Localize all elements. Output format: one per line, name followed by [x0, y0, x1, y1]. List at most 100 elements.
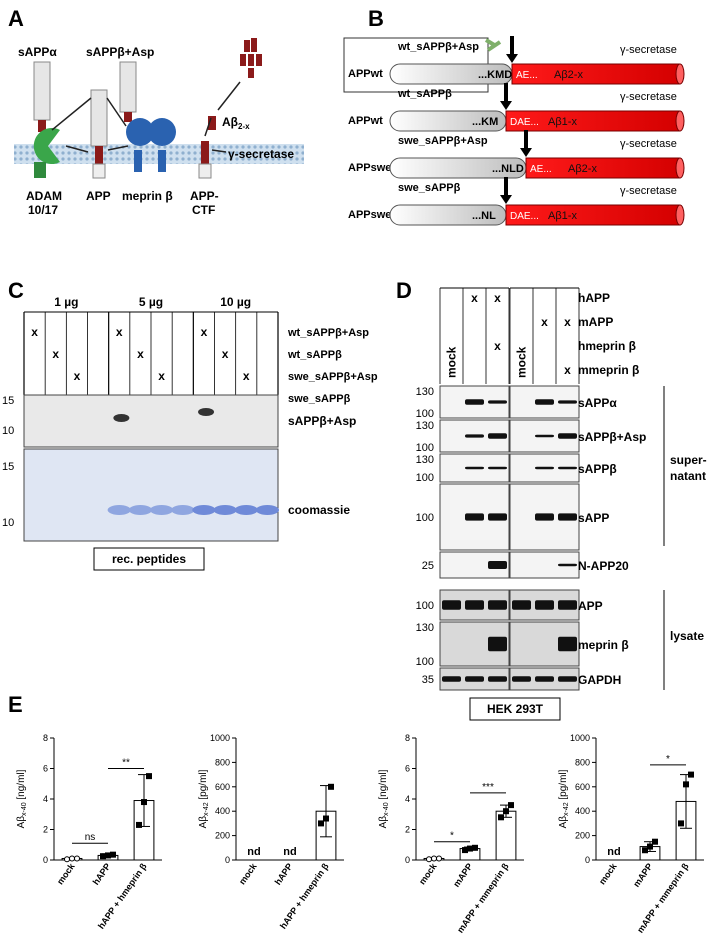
panel-c-mark: x	[52, 347, 59, 361]
y-tick-label: 1000	[210, 733, 230, 743]
y-tick-label: 4	[43, 794, 48, 804]
data-point	[472, 844, 478, 851]
abeta-label: Aβ2-x	[222, 115, 250, 131]
y-tick-label: 0	[585, 855, 590, 865]
panel-d-blot-label: meprin β	[578, 638, 629, 652]
sig-label: ns	[85, 832, 96, 843]
data-point	[642, 847, 648, 854]
panel-c-row-label: wt_sAPPβ+Asp	[287, 327, 369, 339]
panel-d-band	[558, 676, 577, 682]
panel-c-mw: 10	[2, 425, 14, 437]
panel-d-band	[535, 676, 554, 682]
panel-c-coomassie-band	[255, 505, 280, 515]
data-point	[467, 845, 473, 852]
data-point	[683, 781, 689, 788]
y-tick-label: 800	[215, 757, 230, 767]
panel-b-red-text-2: Aβ2-x	[554, 69, 583, 81]
panel-d-mw: 130	[416, 420, 434, 432]
x-tick-label: hAPP	[91, 861, 113, 886]
panel-b-red-bar-end	[675, 204, 685, 226]
panel-b-left-label: APPwt	[348, 68, 383, 80]
panel-d-band	[488, 561, 507, 569]
data-point	[64, 856, 70, 863]
panel-d-band	[558, 400, 577, 404]
panel-d-band	[512, 676, 531, 682]
y-tick-label: 200	[215, 831, 230, 841]
panel-c-row-label: wt_sAPPβ	[287, 349, 342, 361]
panel-b-red-text-1: DAE...	[510, 211, 539, 222]
y-tick-label: 0	[43, 855, 48, 865]
panel-d-band	[535, 513, 554, 521]
panel-label-c: C	[8, 278, 24, 303]
panel-d-band	[535, 600, 554, 610]
adam-tm	[34, 162, 46, 178]
panel-d-mw: 35	[422, 674, 434, 686]
panel-d-band	[488, 400, 507, 404]
adam-label-1: ADAM	[26, 189, 62, 203]
panel-b-tag: wt_sAPPβ	[397, 88, 452, 100]
sappb-asp-label: sAPPβ+Asp	[86, 45, 154, 59]
sappb-stub	[124, 112, 132, 122]
data-point	[652, 838, 658, 845]
panel-a: A sAPPα sAPPβ+Asp APP ADAM 10/17 meprin …	[8, 6, 304, 217]
panel-b-seq: ...KM	[472, 116, 498, 128]
data-point	[498, 814, 504, 821]
x-tick-label: mAPP	[451, 861, 474, 888]
panel-d-band	[442, 676, 461, 682]
data-point	[318, 820, 324, 827]
app-tm	[95, 146, 103, 164]
data-point	[146, 773, 152, 780]
panel-d-row-label: mAPP	[578, 315, 613, 329]
panel-c-group-label: 10 µg	[220, 295, 251, 309]
panel-c-row-label: swe_sAPPβ	[288, 393, 351, 405]
panel-c-row-label: swe_sAPPβ+Asp	[288, 371, 378, 383]
panel-b-red-text-1: AE...	[530, 164, 552, 175]
panel-d-band	[488, 636, 507, 652]
sig-label: **	[122, 758, 130, 769]
panel-b-gamma: γ-secretase	[620, 185, 677, 197]
panel-c-coomassie-band	[128, 505, 153, 515]
panel-d-mark: x	[494, 339, 501, 353]
panel-d-blot-label: APP	[578, 599, 603, 613]
panel-d-mw: 130	[416, 622, 434, 634]
panel-d-band	[535, 399, 554, 405]
panel-c-mark: x	[137, 347, 144, 361]
data-point	[328, 783, 334, 790]
panel-d-band	[535, 434, 554, 438]
data-point	[436, 855, 442, 862]
panel-b-red-text-2: Aβ2-x	[568, 163, 597, 175]
y-tick-label: 600	[575, 782, 590, 792]
panel-b-cut-arrowhead	[506, 54, 518, 63]
panel-d-band	[488, 466, 507, 470]
y-tick-label: 6	[43, 764, 48, 774]
panel-c-mark: x	[243, 369, 250, 383]
data-point	[110, 851, 116, 858]
panel-d-blot-label: GAPDH	[578, 673, 621, 687]
data-point	[678, 820, 684, 827]
data-point	[323, 815, 329, 822]
data-point	[431, 855, 437, 862]
sappa-stub	[38, 120, 46, 132]
panel-b-gamma: γ-secretase	[620, 138, 677, 150]
panel-c-coomassie-band	[171, 505, 195, 515]
app-label: APP	[86, 189, 111, 203]
panel-c-band	[113, 414, 130, 422]
y-axis-label: Aβx-40 [ng/ml]	[378, 769, 390, 828]
panel-d-band	[558, 600, 577, 610]
panel-c-group-label: 1 µg	[54, 295, 78, 309]
x-tick-label: hAPP	[273, 861, 295, 886]
panel-c-blot-1-label: sAPPβ+Asp	[288, 414, 356, 428]
data-point	[503, 808, 509, 815]
y-tick-label: 2	[405, 825, 410, 835]
panel-d-band	[488, 513, 507, 521]
data-point	[688, 771, 694, 778]
meprin-shape-2	[148, 118, 176, 146]
sappa-label: sAPPα	[18, 45, 57, 59]
panel-label-b: B	[368, 6, 384, 31]
sig-label: *	[450, 831, 454, 842]
panel-d-row-label: mmeprin β	[578, 363, 639, 377]
panel-b-red-bar-end	[675, 110, 685, 132]
y-axis-label: Aβx-42 [pg/ml]	[198, 769, 210, 828]
